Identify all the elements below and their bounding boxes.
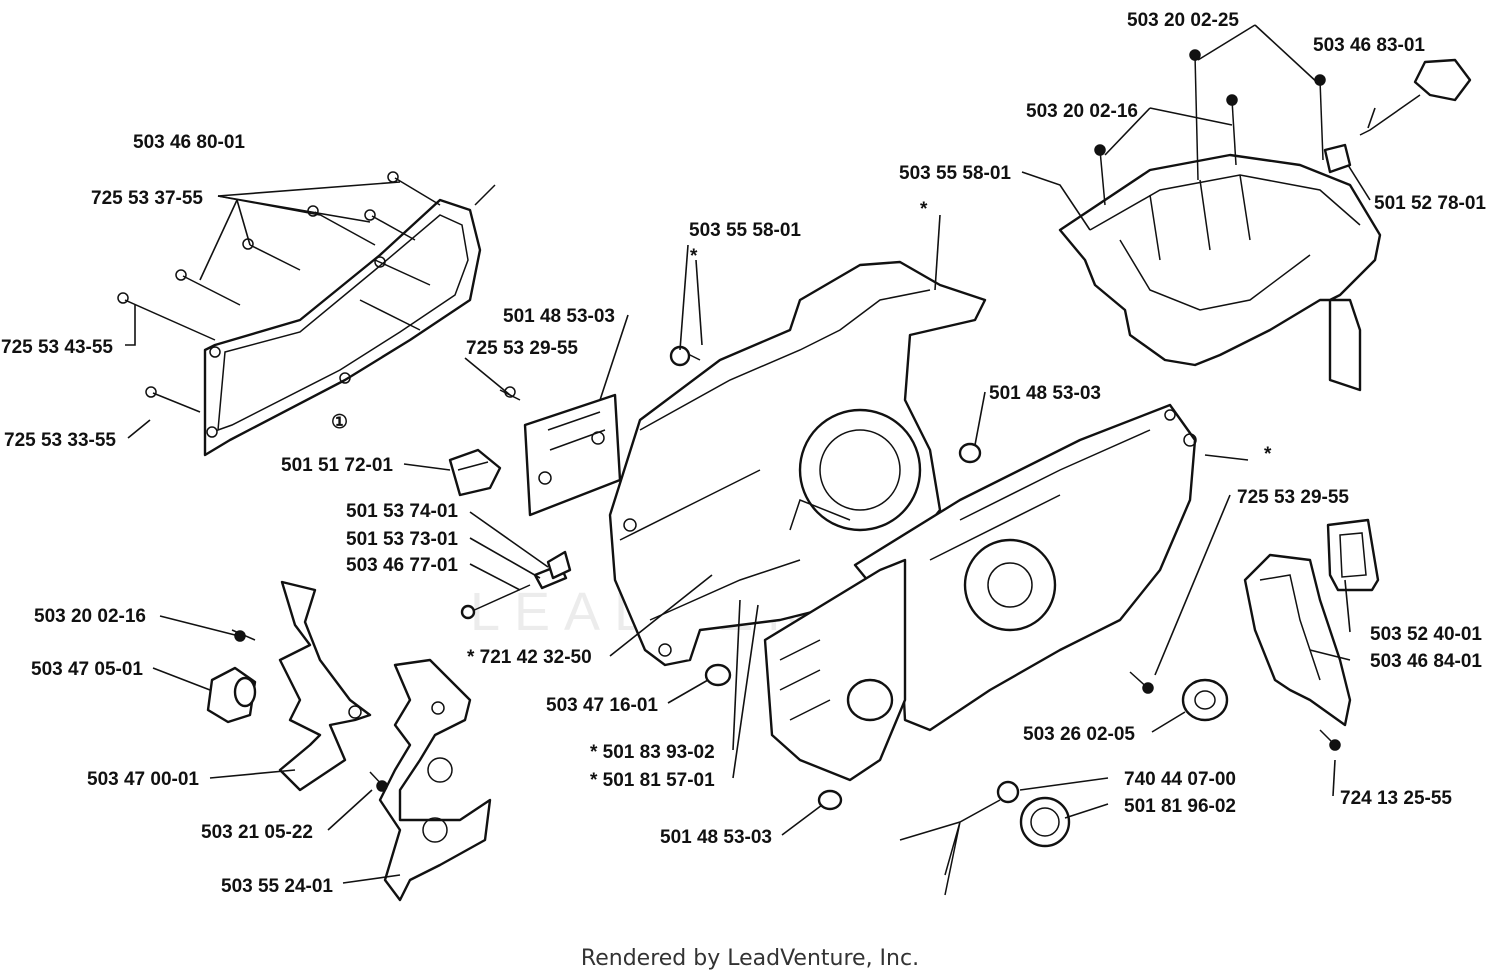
label-501-52-78-01: 501 52 78-01 (1374, 193, 1486, 214)
clamp-part (1359, 58, 1472, 136)
spike-bumper-outer-part (378, 658, 492, 902)
label-503-20-02-16-left: 503 20 02-16 (34, 606, 146, 627)
label-503-47-00-01: 503 47 00-01 (87, 769, 199, 790)
label-503-46-80-01: 503 46 80-01 (133, 132, 245, 153)
label-503-46-83-01: 503 46 83-01 (1313, 35, 1425, 56)
bumper-frame-part (1326, 518, 1380, 592)
side-cover-part (203, 184, 496, 457)
leader-lines (125, 24, 1376, 884)
asterisk-center: * (690, 246, 698, 267)
label-503-21-05-22: 503 21 05-22 (201, 822, 313, 843)
grommet-part (1323, 143, 1352, 174)
av-mount-part (206, 666, 257, 724)
label-501-48-53-03-left: 501 48 53-03 (503, 306, 615, 327)
label-501-83-93-02: * 501 83 93-02 (590, 742, 715, 763)
label-503-26-02-05: 503 26 02-05 (1023, 724, 1135, 745)
label-501-53-73-01: 501 53 73-01 (346, 529, 458, 550)
label-503-20-02-16-top: 503 20 02-16 (1026, 101, 1138, 122)
clutch-drum-part (1181, 678, 1229, 722)
label-501-81-57-01: * 501 81 57-01 (590, 770, 715, 791)
label-501-48-53-03-right: 501 48 53-03 (989, 383, 1101, 404)
label-503-46-77-01: 503 46 77-01 (346, 555, 458, 576)
small-screws-left (231, 629, 388, 792)
long-bolt-part (460, 550, 572, 620)
label-740-44-07-00: 740 44 07-00 (1124, 769, 1236, 790)
plug-part (704, 442, 982, 811)
label-501-81-96-02: 501 81 96-02 (1124, 796, 1236, 817)
label-725-53-29-55-left: 725 53 29-55 (466, 338, 578, 359)
callout-circle-1: ① (331, 412, 348, 433)
label-501-48-53-03-bottom: 501 48 53-03 (660, 827, 772, 848)
label-724-13-25-55: 724 13 25-55 (1340, 788, 1452, 809)
part-labels: 503 46 80-01 725 53 37-55 725 53 43-55 7… (1, 10, 1486, 897)
label-725-53-29-55-right: 725 53 29-55 (1237, 487, 1349, 508)
label-503-20-02-25: 503 20 02-25 (1127, 10, 1239, 31)
label-503-52-40-01: 503 52 40-01 (1370, 624, 1482, 645)
rubber-pad-part (448, 448, 502, 497)
label-501-53-74-01: 501 53 74-01 (346, 501, 458, 522)
label-725-53-37-55: 725 53 37-55 (91, 188, 203, 209)
bar-plate-part (499, 386, 622, 517)
tank-part (763, 558, 907, 782)
asterisk-top: * (920, 199, 928, 220)
asterisk-right: * (1264, 444, 1272, 465)
label-503-55-24-01: 503 55 24-01 (221, 876, 333, 897)
label-501-51-72-01: 501 51 72-01 (281, 455, 393, 476)
small-screws-right (1129, 671, 1341, 751)
footer-credit: Rendered by LeadVenture, Inc. (580, 946, 920, 971)
label-503-46-84-01: 503 46 84-01 (1370, 651, 1482, 672)
label-725-53-33-55: 725 53 33-55 (4, 430, 116, 451)
label-721-42-32-50: * 721 42 32-50 (467, 647, 592, 668)
crankcase-right-part (853, 403, 1197, 732)
oil-cap-part (899, 780, 1071, 896)
label-503-47-16-01: 503 47 16-01 (546, 695, 658, 716)
label-503-55-58-01-center: 503 55 58-01 (689, 220, 801, 241)
label-503-47-05-01: 503 47 05-01 (31, 659, 143, 680)
label-503-55-58-01-top: 503 55 58-01 (899, 163, 1011, 184)
label-725-53-43-55: 725 53 43-55 (1, 337, 113, 358)
parts-diagram: LEADVENTURE (1, 10, 1486, 902)
spike-bumper-inner-part (278, 580, 372, 792)
